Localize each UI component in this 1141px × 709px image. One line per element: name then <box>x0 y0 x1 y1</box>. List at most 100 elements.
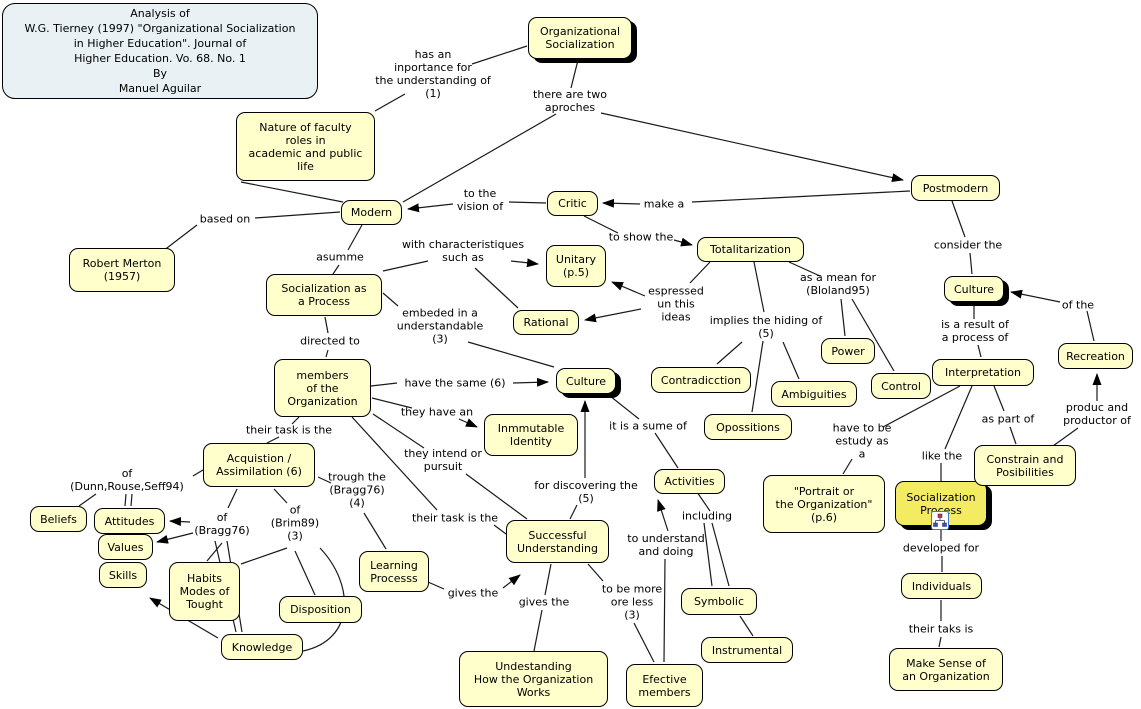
node-postmodern[interactable]: Postmodern <box>911 175 1000 201</box>
node-instrumental[interactable]: Instrumental <box>701 637 793 663</box>
node-totalitarization[interactable]: Totalitarization <box>697 237 804 262</box>
link-label-directed-to[interactable]: directed to <box>300 335 360 348</box>
link-label-line: has an <box>414 48 452 61</box>
node-text-line: Power <box>831 344 865 358</box>
link-label-as-part-of[interactable]: as part of <box>982 413 1035 426</box>
node-knowledge[interactable]: Knowledge <box>221 634 303 660</box>
node-individuals[interactable]: Individuals <box>901 573 982 599</box>
link-label-as-a-mean-for[interactable]: as a mean for(Bloland95) <box>800 271 876 297</box>
connection-line <box>493 524 507 535</box>
link-label-they-have-an[interactable]: they have an <box>401 406 473 419</box>
link-label-gives-the-left[interactable]: gives the <box>448 587 499 600</box>
node-contradicction[interactable]: Contradicction <box>651 367 751 393</box>
link-label-line: ore less <box>610 595 654 609</box>
node-culture-center[interactable]: Culture <box>556 368 616 394</box>
node-interpretation[interactable]: Interpretation <box>932 359 1034 386</box>
node-culture-right[interactable]: Culture <box>944 276 1004 302</box>
link-label-of-the[interactable]: of the <box>1062 299 1094 312</box>
link-label-based-on[interactable]: based on <box>200 213 250 226</box>
link-label-like-the[interactable]: like the <box>922 450 962 463</box>
node-text-line: Organizational <box>539 25 621 38</box>
connection-line <box>993 385 1005 412</box>
node-text-line: Habits <box>186 572 223 585</box>
node-critic[interactable]: Critic <box>547 191 598 216</box>
link-label-line: of the <box>1061 298 1095 312</box>
node-skills[interactable]: Skills <box>99 562 147 588</box>
node-text-line: Nature of faculty <box>259 120 352 134</box>
link-label-gives-the-center[interactable]: gives the <box>519 596 570 609</box>
link-label-line: as a mean for <box>799 271 877 284</box>
node-opossitions[interactable]: Opossitions <box>704 414 792 440</box>
node-text-line: life <box>297 159 314 173</box>
connection-line <box>510 258 539 268</box>
node-recreation[interactable]: Recreation <box>1058 343 1133 369</box>
link-label-line: their taks is <box>908 622 974 636</box>
node-attitudes[interactable]: Attitudes <box>94 508 165 534</box>
link-label-trough-the-bragg76[interactable]: trough the(Bragg76)(4) <box>328 471 386 510</box>
node-disposition[interactable]: Disposition <box>279 596 362 623</box>
node-text-line: Unitary <box>555 253 597 266</box>
node-modern[interactable]: Modern <box>341 200 402 225</box>
link-label-it-is-a-sume-of[interactable]: it is a sume of <box>609 420 687 433</box>
node-control[interactable]: Control <box>871 373 931 399</box>
link-label-of-brim89[interactable]: of(Brim89)(3) <box>271 504 319 543</box>
link-label-developed-for[interactable]: developed for <box>903 542 979 555</box>
node-ambiguities[interactable]: Ambiguities <box>771 381 857 407</box>
link-label-their-taks-is[interactable]: their taks is <box>909 623 974 636</box>
connection-line <box>508 201 547 204</box>
link-label-of-bragg76[interactable]: of(Bragg76) <box>194 511 249 537</box>
node-acquistion-assimilation[interactable]: Acquistion /Assimilation (6) <box>203 443 315 487</box>
link-label-including[interactable]: including <box>682 510 732 523</box>
node-text-line: Opossitions <box>716 420 780 434</box>
node-unitary[interactable]: Unitary(p.5) <box>546 245 606 287</box>
link-label-to-show-the[interactable]: to show the <box>609 231 674 244</box>
link-label-their-task-is-the-center[interactable]: their task is the <box>412 512 498 525</box>
connection-line <box>371 397 413 409</box>
connection-line <box>363 512 387 550</box>
node-activities[interactable]: Activities <box>654 469 725 494</box>
node-power[interactable]: Power <box>821 338 875 364</box>
link-label-consider-the[interactable]: consider the <box>934 239 1002 252</box>
node-text-line: Totalitarization <box>710 243 791 256</box>
link-label-of-dunn-rouse-seff[interactable]: of(Dunn,Rouse,Seff94) <box>70 467 184 493</box>
link-label-asumme[interactable]: asumme <box>316 251 364 264</box>
link-label-have-the-same[interactable]: have the same (6) <box>404 377 505 390</box>
org-chart-icon[interactable] <box>931 511 949 530</box>
node-beliefs[interactable]: Beliefs <box>30 506 87 532</box>
node-robert-merton[interactable]: Robert Merton(1957) <box>69 248 175 292</box>
link-label-implies-the-hiding-of[interactable]: implies the hiding of(5) <box>710 314 823 340</box>
node-values[interactable]: Values <box>98 534 153 560</box>
link-label-make-a[interactable]: make a <box>644 198 684 211</box>
link-label-their-task-is-the-left[interactable]: their task is the <box>246 424 332 437</box>
node-rational[interactable]: Rational <box>513 310 579 335</box>
node-text-line: W.G. Tierney (1997) "Organizational Soci… <box>24 22 296 35</box>
link-label-for-discovering-the[interactable]: for discovering the(5) <box>534 479 638 505</box>
node-symbolic[interactable]: Symbolic <box>681 588 757 615</box>
